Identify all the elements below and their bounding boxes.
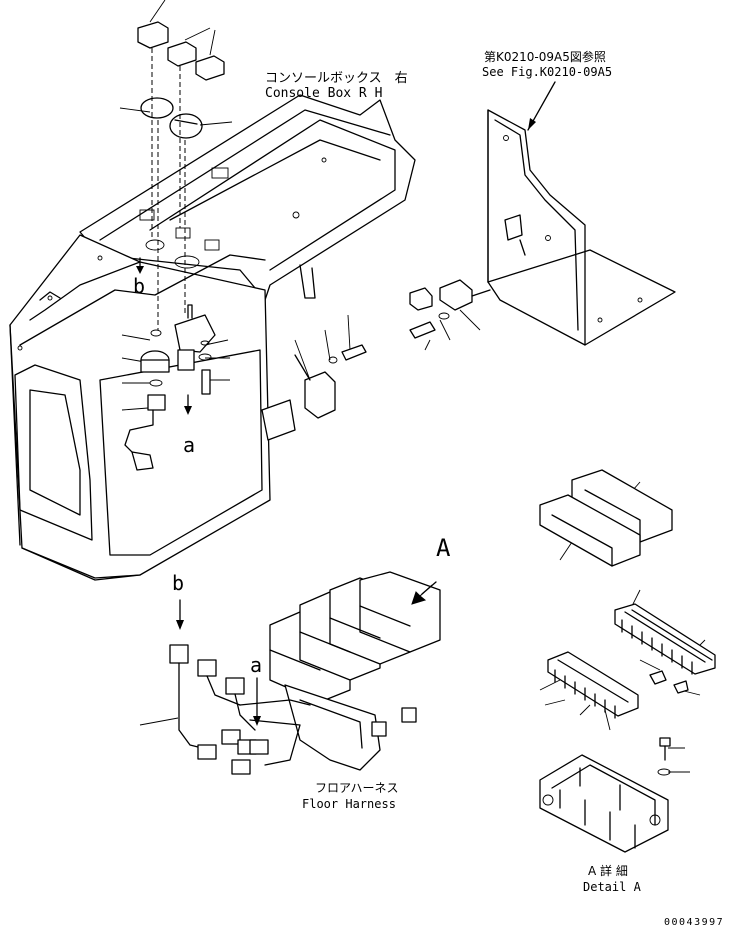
- detail-a-label-jp: A 詳 細: [588, 863, 628, 878]
- bracket-plate: [487, 109, 676, 346]
- arrow-label-a-bottom: a: [250, 653, 262, 677]
- switch-assembly: [124, 304, 216, 471]
- detail-a-label-en: Detail A: [583, 880, 642, 894]
- arrow-label-a-top: a: [183, 433, 195, 457]
- reference-label-jp: 第K0210-09A5図参照: [484, 49, 606, 64]
- arrow-label-b-bottom: b: [172, 571, 184, 595]
- view-a-marker: A: [436, 534, 451, 562]
- reference-label-en: See Fig.K0210-09A5: [482, 65, 612, 79]
- bracket-relay: [409, 279, 491, 339]
- floor-harness-label-en: Floor Harness: [302, 797, 396, 811]
- floor-harness: [169, 644, 311, 775]
- console-box-label-jp: コンソールボックス 右: [265, 71, 408, 86]
- relay: [294, 344, 367, 419]
- switch-caps: [137, 21, 225, 139]
- console-box-label-en: Console Box R H: [265, 86, 382, 101]
- detail-a: [539, 469, 716, 853]
- floor-harness-label-jp: フロアハーネス: [315, 781, 399, 795]
- drawing-number: 00043997: [664, 917, 724, 928]
- arrow-label-b-top: b: [133, 274, 145, 298]
- fuse-box-assembly: [269, 571, 441, 771]
